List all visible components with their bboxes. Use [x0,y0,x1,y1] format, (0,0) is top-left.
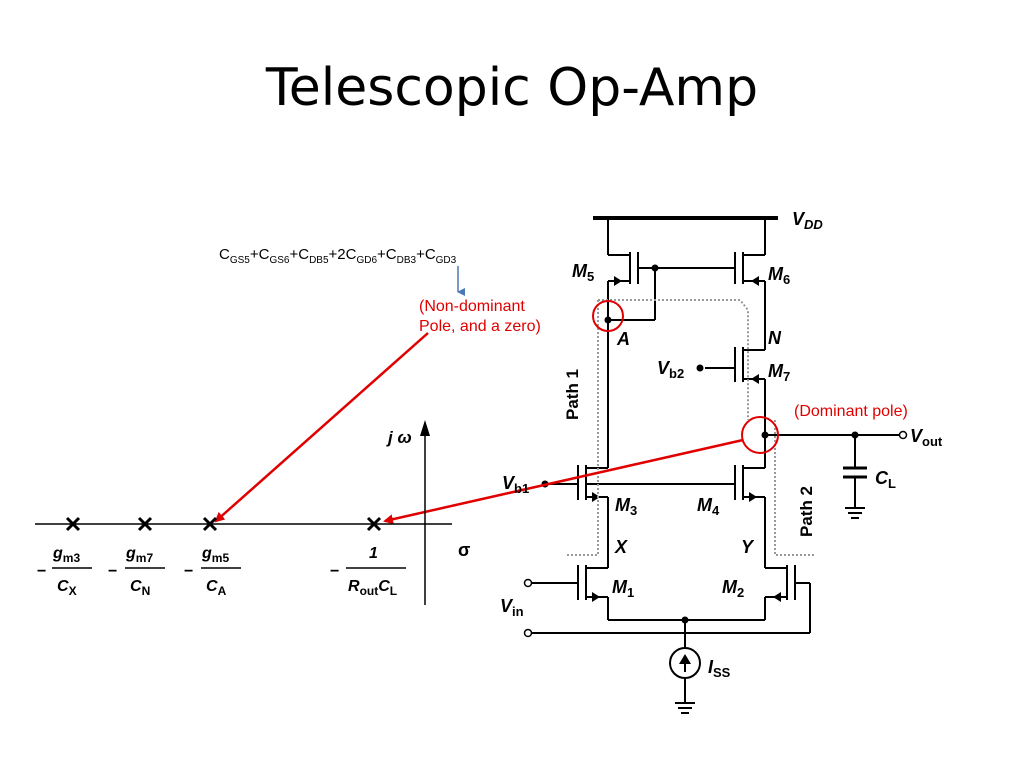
formula-term: +CGS6 [249,246,290,266]
vin-label: Vin [500,596,524,619]
open-terminals [523,430,908,638]
formula-term: +CDB5 [289,246,329,266]
signal-paths [565,299,815,556]
non-dominant-arrow [214,332,429,523]
path-2-trace [774,420,815,556]
non-dominant-pole-note: (Non-dominant Pole, and a zero) [419,297,541,337]
formula-term-sub: GD6 [356,255,378,266]
formula-term-main: +C [289,246,310,263]
pole-label-dominant: − 1 RoutCL [330,545,406,598]
path-1-trace [598,299,749,420]
capacitance-formula: CGS5+CGS6+CDB5+2CGD6+CDB3+CGD3 [219,246,456,266]
cl-label: CL [875,468,896,491]
m6-label: M6 [768,264,790,287]
formula-term-main: C [219,246,230,263]
svg-text:RoutCL: RoutCL [348,578,397,598]
m2-label: M2 [722,577,744,600]
formula-term-sub: DB3 [396,255,417,266]
formula-term-sub: GS5 [229,255,250,266]
pole-cn-marker [137,516,153,532]
formula-term-main: +C [249,246,270,263]
transistor-m7 [705,347,766,468]
svg-text:1: 1 [369,545,378,562]
formula-term-main: +C [416,246,436,263]
formula-term: +CGD3 [416,246,457,266]
pole-label-gm5-ca: − gm5 CA [184,545,241,598]
formula-term-sub: GS6 [269,255,290,266]
vout-label: Vout [910,426,943,449]
m4-label: M4 [697,495,720,518]
m1-label: M1 [612,577,634,600]
non-dominant-note-line-2: Pole, and a zero) [419,318,541,335]
svg-text:−: − [184,563,193,580]
pole-label-gm3-cx: − gm3 CX [37,545,92,598]
svg-text:CN: CN [130,578,150,598]
node-n-label: N [768,328,782,348]
m5-label: M5 [572,261,594,284]
pole-labels: − gm3 CX − gm7 CN − gm5 CA − 1 RoutCL [37,545,406,598]
svg-text:CX: CX [57,578,77,598]
pole-markers [65,516,382,532]
svg-text:gm7: gm7 [125,545,153,565]
path-2-label: Path 2 [797,486,816,537]
formula-term: +CDB3 [377,246,417,266]
m3-label: M3 [615,495,637,518]
pole-ca-marker [202,516,218,532]
svg-text:−: − [37,563,46,580]
formula-term: CGS5 [219,246,250,266]
path-1-down-trace [565,300,599,556]
svg-text:−: − [108,563,117,580]
formula-term-main: +C [377,246,397,263]
svg-text:CA: CA [206,578,227,598]
vout-highlight [741,416,779,454]
j-omega-label: j ω [386,428,412,447]
formula-term: +2CGD6 [328,246,378,266]
m7-label: M7 [768,361,790,384]
circuit-labels: VDD M5 M6 M7 M3 M4 M1 M2 A N X Y Vb2 Vb1… [500,209,943,680]
path-1-label: Path 1 [563,369,582,420]
sigma-label: σ [458,540,470,560]
formula-term-sub: DB5 [309,255,329,266]
load-capacitor [843,466,867,519]
svg-text:−: − [330,563,339,580]
s-plane-axes [35,425,452,605]
pole-dominant-marker [366,516,382,532]
vb2-label: Vb2 [657,358,684,381]
node-a-highlight [592,300,624,332]
non-dominant-note-line-1: (Non-dominant [419,298,525,315]
node-x-label: X [614,537,628,557]
transistor-arrowheads [592,276,781,672]
formula-term-main: +2C [328,246,357,263]
circuit-schematic [532,216,900,714]
slide-title: Telescopic Op-Amp [265,58,759,118]
node-y-label: Y [741,537,755,557]
vb1-label: Vb1 [502,473,529,496]
dominant-arrow [383,438,744,525]
formula-term-sub: GD3 [435,255,457,266]
pole-label-gm7-cn: − gm7 CN [108,545,165,598]
node-a-label: A [616,329,630,349]
transistor-m1 [532,565,609,620]
jw-axis-arrowhead [420,420,430,436]
iss-label: ISS [708,657,731,680]
node-dots [541,264,859,624]
transistor-m2 [532,565,811,634]
svg-text:gm5: gm5 [201,545,229,565]
vdd-label: VDD [792,209,823,232]
pole-cx-marker [65,516,81,532]
dominant-pole-note: (Dominant pole) [794,403,908,420]
transistor-m5 [607,252,639,320]
svg-text:gm3: gm3 [52,545,80,565]
